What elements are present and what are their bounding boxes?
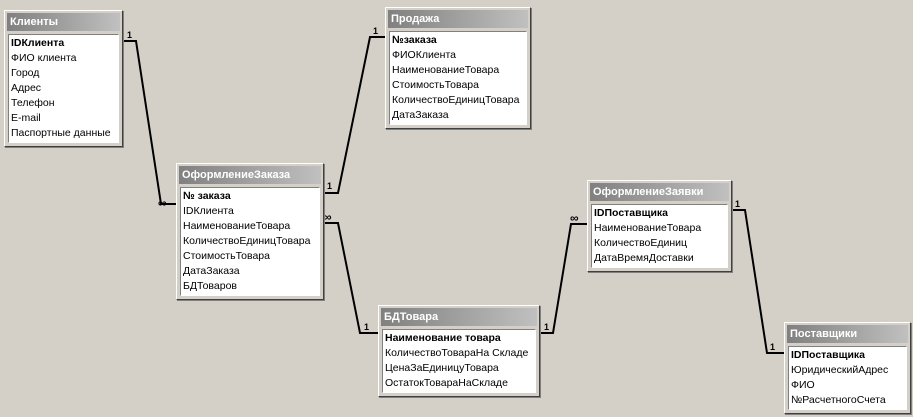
field-item[interactable]: КоличествоЕдиниц — [594, 237, 688, 249]
field-item[interactable]: НаименованиеТовара — [594, 222, 702, 234]
cardinality-many-label: ∞ — [158, 196, 167, 210]
cardinality-one-label: 1 — [770, 342, 775, 352]
primary-key-field[interactable]: IDПоставщика — [594, 207, 669, 219]
relationship-line-klienty-to-oformlenie-zakaza[interactable] — [121, 40, 176, 205]
cardinality-one-label: 1 — [127, 30, 132, 40]
field-item[interactable]: СтоимостьТовара — [392, 79, 479, 91]
relationship-line-oformlenie-zakaza-to-bdtovara[interactable] — [322, 222, 378, 334]
cardinality-one-label: 1 — [327, 181, 332, 191]
field-item[interactable]: БДТоваров — [183, 280, 237, 292]
field-item[interactable]: НаименованиеТовара — [392, 64, 500, 76]
primary-key-field[interactable]: № заказа — [183, 190, 231, 202]
field-item[interactable]: IDКлиента — [183, 205, 234, 217]
field-item[interactable]: ФИО — [791, 379, 815, 391]
table-title[interactable]: БДТовара — [381, 308, 537, 326]
field-item[interactable]: ДатаЗаказа — [183, 265, 240, 277]
field-item[interactable]: СтоимостьТовара — [183, 250, 270, 262]
cardinality-one-label: 1 — [544, 322, 549, 332]
cardinality-one-label: 1 — [364, 322, 369, 332]
field-item[interactable]: ЮридическийАдрес — [791, 364, 889, 376]
field-item[interactable]: КоличествоЕдиницТовара — [392, 94, 520, 106]
field-item[interactable]: ДатаВремяДоставки — [594, 252, 694, 264]
table-title[interactable]: ОформлениеЗаказа — [179, 166, 321, 184]
table-title[interactable]: Поставщики — [787, 325, 908, 343]
primary-key-field[interactable]: Наименование товара — [385, 332, 501, 344]
field-item[interactable]: ФИО клиента — [11, 52, 77, 64]
table-title[interactable]: Продажа — [388, 10, 528, 28]
field-item[interactable]: E-mail — [11, 112, 41, 124]
field-item[interactable]: НаименованиеТовара — [183, 220, 291, 232]
field-item[interactable]: ОстатокТовараНаСкладе — [385, 377, 508, 389]
field-item[interactable]: Паспортные данные — [11, 127, 111, 139]
field-item[interactable]: Телефон — [11, 97, 55, 109]
field-item[interactable]: Город — [11, 67, 40, 79]
field-item[interactable]: КоличествоЕдиницТовара — [183, 235, 311, 247]
field-item[interactable]: ФИОКлиента — [392, 49, 456, 61]
cardinality-many-label: ∞ — [570, 211, 579, 225]
primary-key-field[interactable]: №заказа — [392, 34, 437, 46]
field-item[interactable]: Адрес — [11, 82, 42, 94]
field-item[interactable]: №РасчетногоСчета — [791, 394, 886, 406]
primary-key-field[interactable]: IDПоставщика — [791, 349, 866, 361]
cardinality-many-label: ∞ — [323, 210, 332, 224]
field-item[interactable]: ДатаЗаказа — [392, 109, 449, 121]
relationship-line-bdtovara-to-oformlenie-zayavki[interactable] — [538, 223, 587, 334]
table-title[interactable]: ОформлениеЗаявки — [590, 183, 729, 201]
relationship-line-oformlenie-zayavki-to-postavshchiki[interactable] — [730, 209, 784, 354]
field-item[interactable]: ЦенаЗаЕдиницуТовара — [385, 362, 499, 374]
cardinality-one-label: 1 — [735, 199, 740, 209]
primary-key-field[interactable]: IDКлиента — [11, 37, 65, 49]
cardinality-one-label: 1 — [373, 26, 378, 36]
field-item[interactable]: КоличествоТовараНа Складе — [385, 347, 529, 359]
relationship-line-oformlenie-zakaza-to-prodazha[interactable] — [322, 36, 385, 194]
table-title[interactable]: Клиенты — [7, 13, 120, 31]
